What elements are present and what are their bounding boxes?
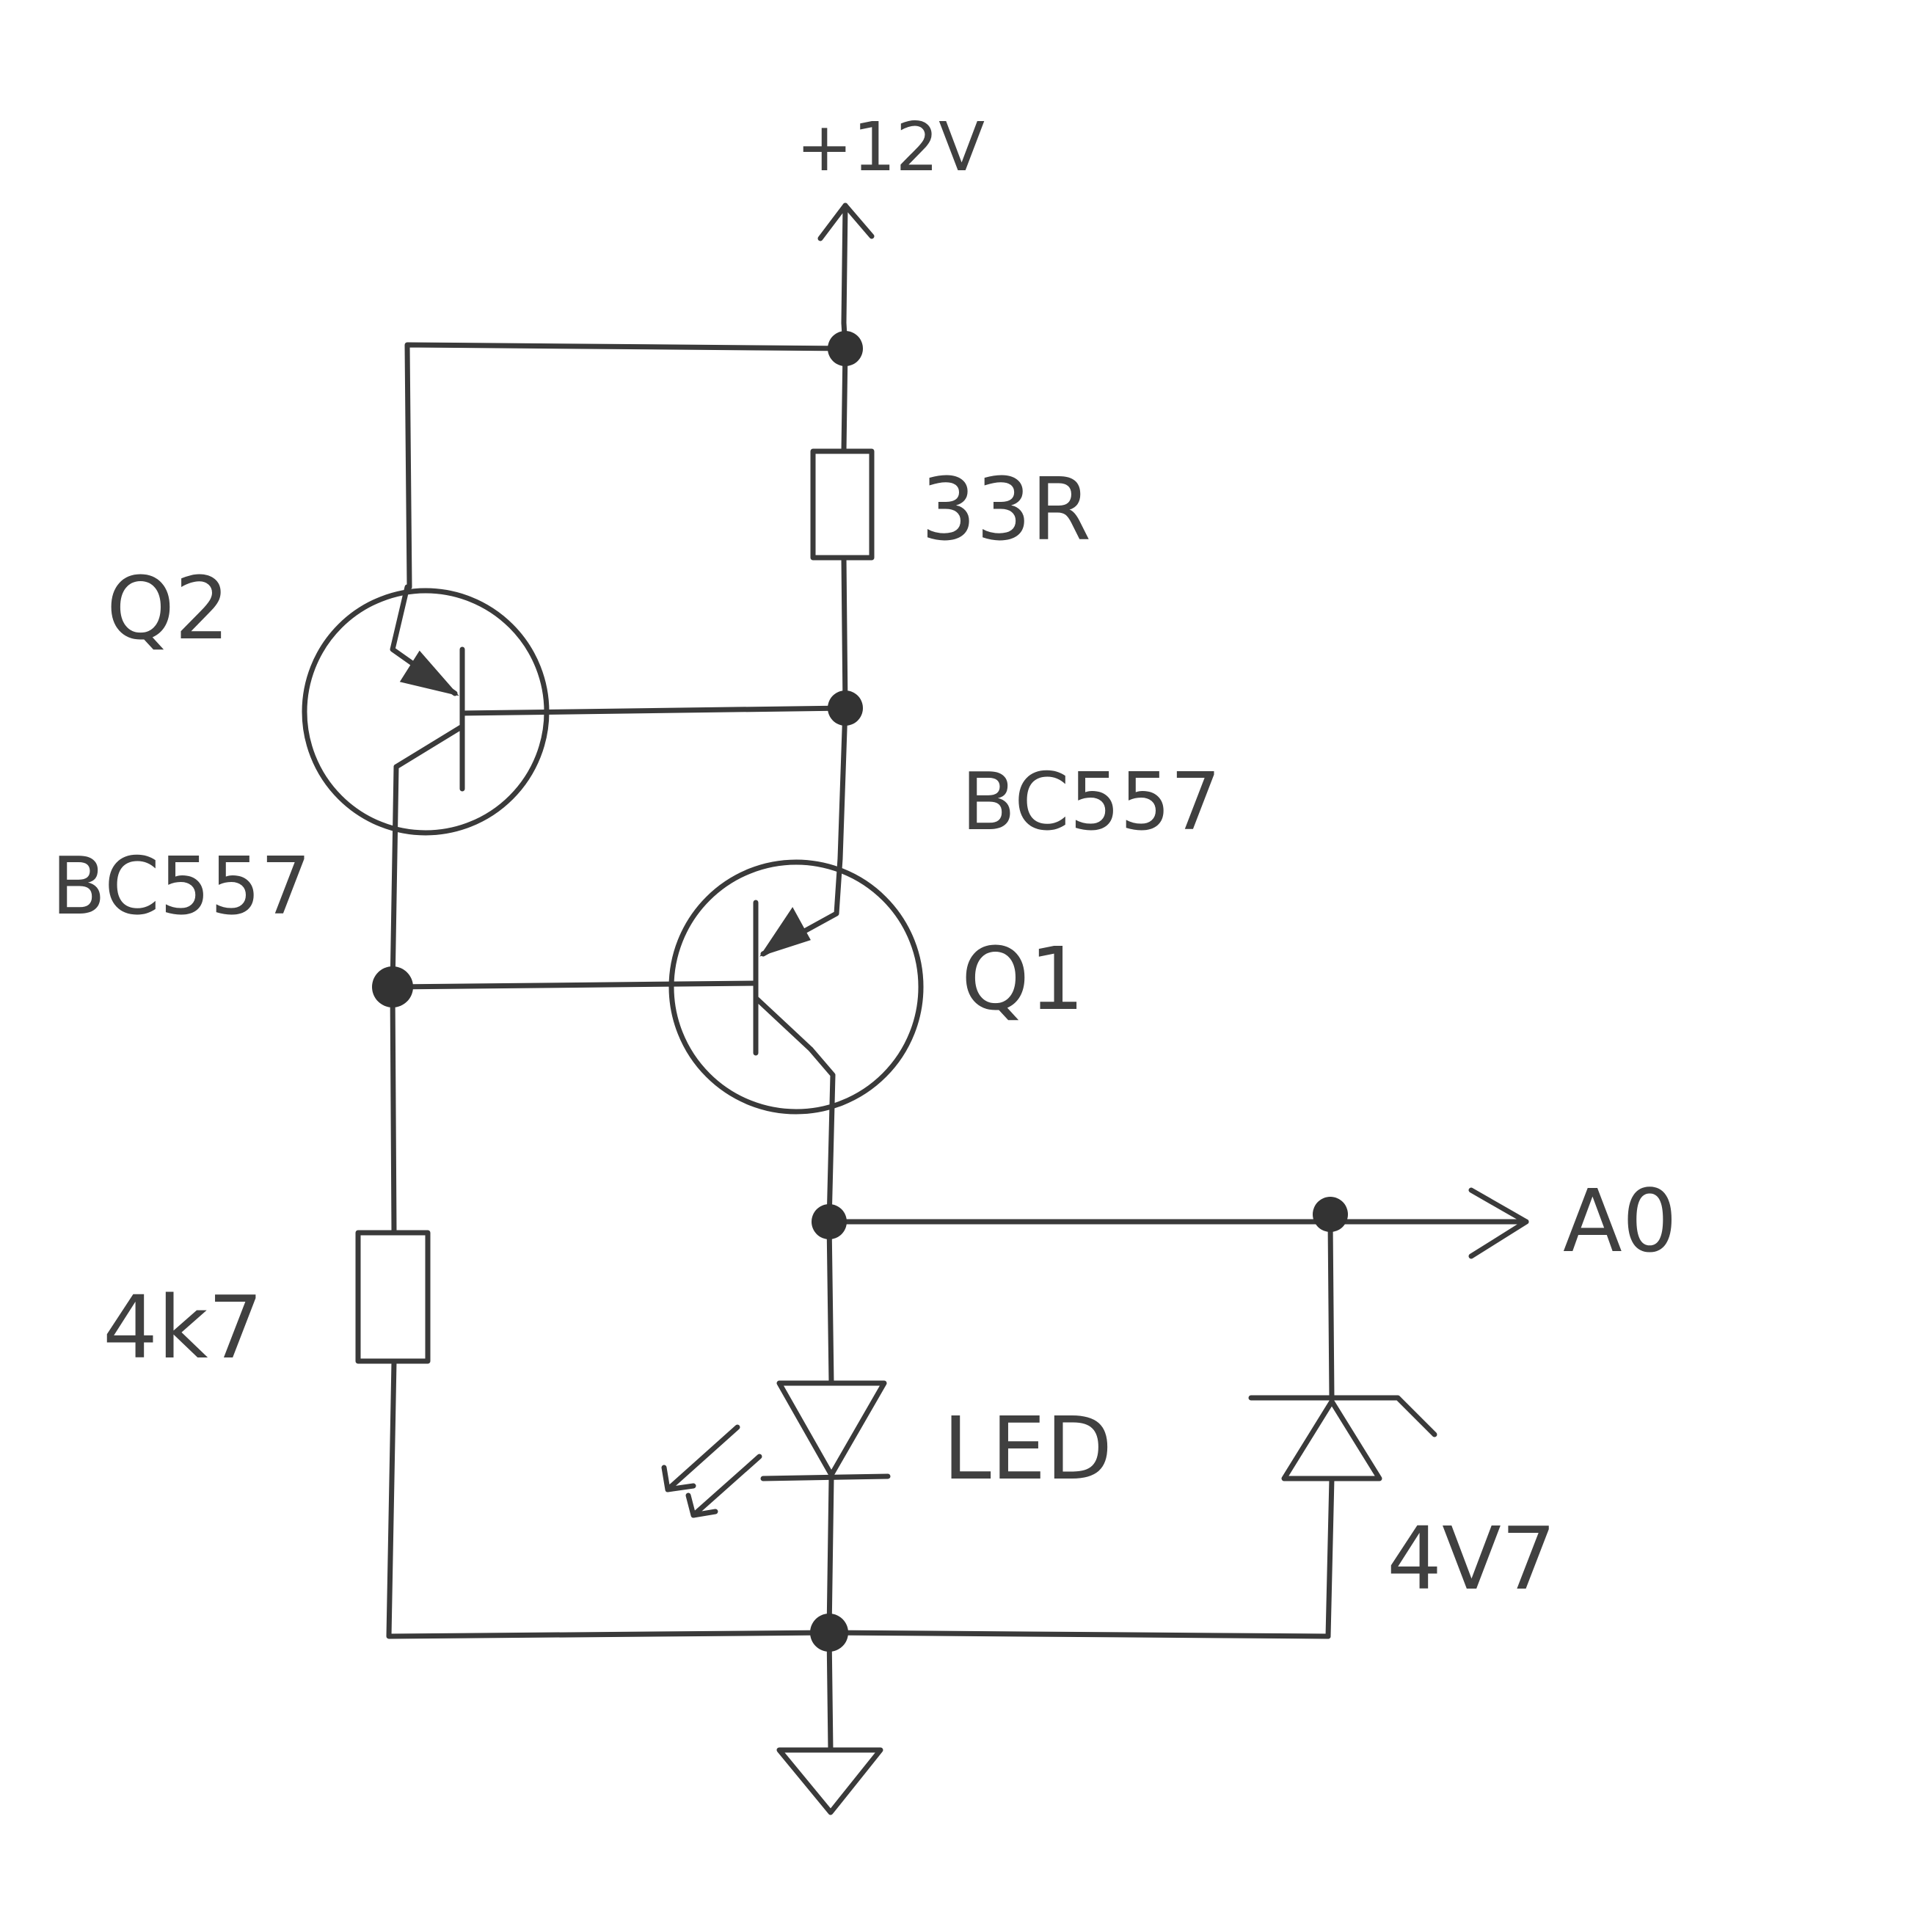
junction-dot (828, 331, 863, 366)
wire-led-to-gnd (826, 1476, 834, 1636)
junction-dot (812, 1204, 847, 1239)
ground-triangle-icon (776, 1747, 883, 1815)
zener-label: 4V7 (1387, 1508, 1556, 1609)
wire-top-rail (404, 320, 848, 590)
wire-q2-base (459, 705, 848, 716)
wire-ground (826, 1630, 834, 1753)
wire-zener-bottom (1325, 1476, 1335, 1639)
zener-diode (1248, 1395, 1437, 1481)
q2-type-label: BC557 (51, 841, 311, 933)
resistor-33r (810, 448, 875, 561)
wire-node-to-q1-emitter (837, 705, 848, 861)
resistor-4k7-label: 4k7 (103, 1277, 263, 1378)
supply-arrow-icon (817, 203, 875, 326)
wire-q1-collector (808, 1046, 836, 1225)
junction-dot (810, 1614, 848, 1652)
wire-r1-to-node (841, 555, 848, 711)
q1-label: Q1 (961, 928, 1085, 1029)
junction-dots (372, 331, 1348, 1652)
junction-dot (1313, 1197, 1348, 1232)
wire-zener-top (1327, 1219, 1335, 1401)
resistor-33r-label: 33R (921, 459, 1091, 560)
transistor-q1 (668, 856, 924, 1115)
led-label: LED (943, 1398, 1112, 1499)
output-label: A0 (1563, 1170, 1677, 1272)
q1-type-label: BC557 (961, 757, 1221, 848)
wire-to-led (826, 1219, 834, 1386)
wire-r2-to-rail (386, 1358, 1331, 1639)
supply-label: +12V (796, 108, 985, 186)
junction-dot (372, 966, 413, 1007)
led-diode (661, 1380, 891, 1518)
wire-q1-base (390, 980, 759, 990)
transistor-q2 (302, 584, 550, 836)
resistor-4k7 (355, 1230, 431, 1364)
output-arrow-icon (1468, 1187, 1529, 1259)
junction-dot (828, 690, 863, 726)
q2-label: Q2 (106, 558, 230, 659)
